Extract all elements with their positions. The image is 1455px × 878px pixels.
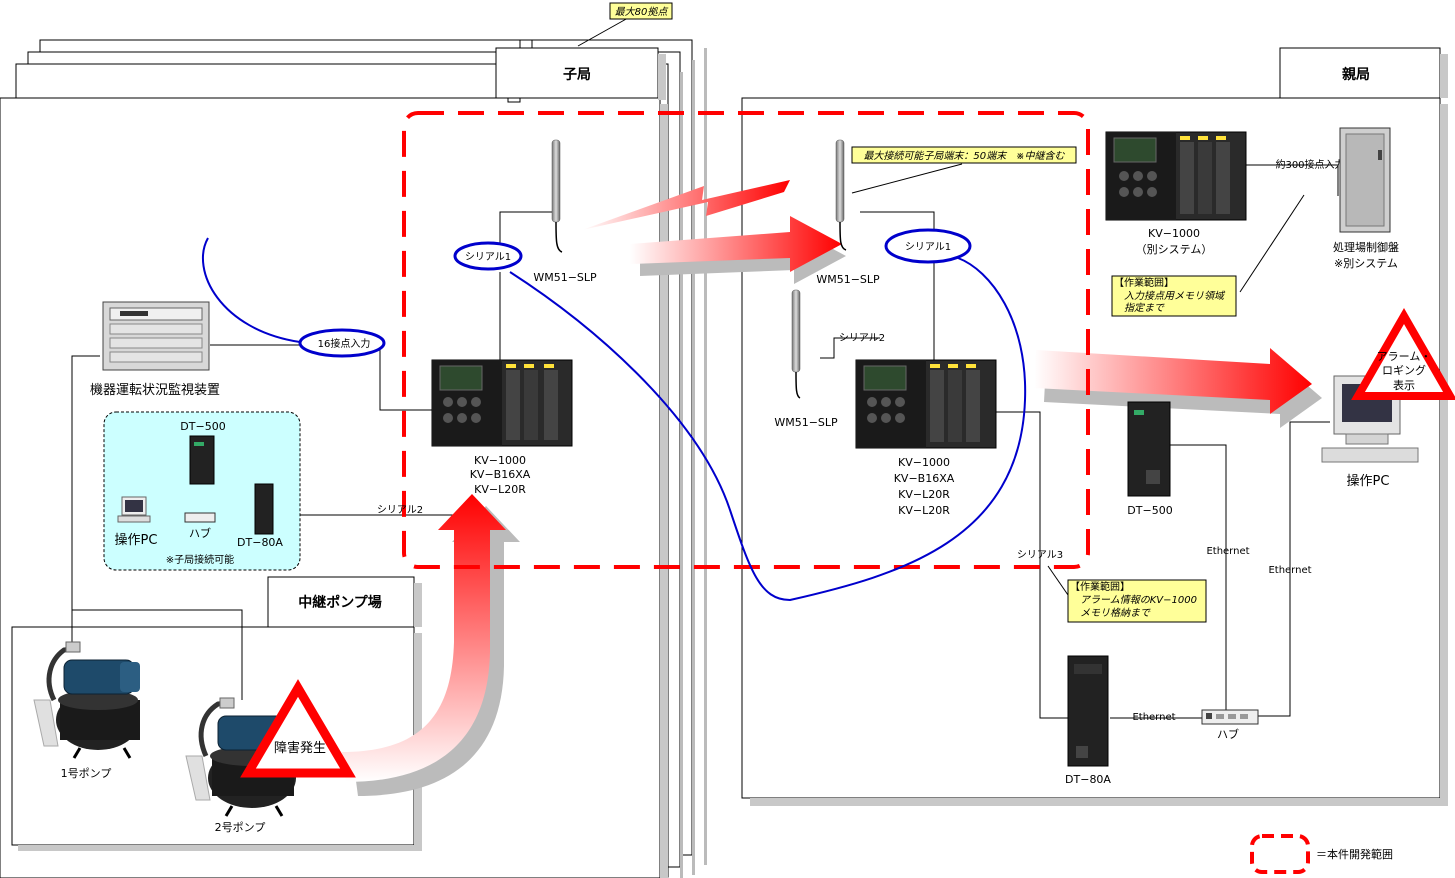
legend: ＝本件開発範囲 — [1250, 834, 1393, 874]
kv1000-other-line-1: KV−1000 — [1148, 227, 1200, 240]
alarm-line-2: ロギング — [1382, 363, 1426, 377]
monitoring-device-icon — [102, 301, 210, 371]
control-panel-line-2: ※別システム — [1334, 257, 1398, 270]
parent-station-tab: 親局 — [1279, 47, 1448, 99]
svg-text:メモリ格納まで: メモリ格納まで — [1080, 607, 1151, 619]
child-plc-line-3: KV−L20R — [474, 483, 526, 496]
signal-arrow-right-2 — [1034, 348, 1322, 428]
relay-pump-title: 中継ポンプ場 — [298, 594, 382, 611]
group-dt500-label: DT−500 — [180, 420, 225, 433]
svg-text:シリアル1: シリアル1 — [905, 242, 951, 253]
ethernet-label-b: Ethernet — [1206, 546, 1249, 557]
group-hub-icon — [184, 512, 216, 523]
alarm-logging-warning-icon: アラーム・ ロギング 表示 — [1351, 307, 1455, 400]
ethernet-label-c: Ethernet — [1268, 565, 1311, 576]
child-antenna: WM51−SLP — [533, 139, 597, 284]
fault-warning-icon: 障害発生 — [240, 679, 356, 778]
child-connectable-group: DT−500 操作PC ハブ DT−80A ※子局接続可能 — [103, 411, 301, 571]
svg-text:アラーム情報のKV−1000: アラーム情報のKV−1000 — [1080, 594, 1197, 606]
parent-station-title: 親局 — [1342, 66, 1370, 83]
parent-plc-line-4: KV−L20R — [898, 504, 950, 517]
pump1-icon — [33, 641, 140, 759]
svg-text:【作業範囲】: 【作業範囲】 — [1114, 276, 1174, 289]
group-dt500-icon — [189, 435, 215, 485]
parent-pc-icon — [1321, 375, 1419, 463]
parent-dt500-icon — [1127, 401, 1171, 497]
child-plc-line-1: KV−1000 — [474, 454, 526, 467]
fault-label: 障害発生 — [274, 740, 326, 756]
child-input16-label: 16接点入力 — [298, 328, 386, 358]
child-serial1-label: シリアル1 — [453, 241, 523, 271]
parent-dt80a-icon — [1067, 655, 1109, 767]
svg-text:【作業範囲】: 【作業範囲】 — [1070, 580, 1130, 593]
connection-lines — [71, 163, 1339, 719]
monitoring-device-label: 機器運転状況監視装置 — [90, 382, 220, 398]
input300-label: 約300接点入力 — [1275, 158, 1344, 171]
svg-text:最大接続可能子局端末：50端末 ※中継含む: 最大接続可能子局端末：50端末 ※中継含む — [863, 150, 1065, 162]
legend-text: ＝本件開発範囲 — [1316, 847, 1393, 861]
parent-plc-icon — [855, 359, 997, 449]
svg-text:入力接点用メモリ領域: 入力接点用メモリ領域 — [1124, 290, 1226, 302]
parent-plc-line-2: KV−B16XA — [894, 472, 955, 485]
parent-hub-label: ハブ — [1217, 727, 1239, 741]
alarm-line-3: 表示 — [1393, 378, 1415, 392]
parent-plc-line-3: KV−L20R — [898, 488, 950, 501]
blue-highlight-curves — [202, 237, 1027, 602]
kv1000-other-line-2: （別システム） — [1136, 243, 1213, 256]
child-plc-line-2: KV−B16XA — [470, 468, 531, 481]
svg-text:指定まで: 指定まで — [1124, 302, 1165, 314]
group-note: ※子局接続可能 — [166, 553, 234, 566]
parent-dt500-label: DT−500 — [1127, 504, 1172, 517]
group-hub-label: ハブ — [189, 526, 211, 540]
group-pc-label: 操作PC — [115, 532, 158, 548]
alarm-line-1: アラーム・ — [1377, 350, 1432, 363]
child-station-title: 子局 — [563, 67, 591, 83]
scope-note-1: 【作業範囲】 入力接点用メモリ領域 指定まで — [1111, 275, 1237, 317]
kv1000-other-system-icon — [1105, 131, 1247, 221]
development-scope-box — [402, 111, 1090, 569]
group-pc-icon — [117, 496, 151, 523]
parent-antenna-note: 最大接続可能子局端末：50端末 ※中継含む — [851, 146, 1077, 164]
control-panel-line-1: 処理場制御盤 — [1333, 240, 1399, 254]
control-panel-cabinet-icon — [1339, 127, 1391, 233]
pump2-label: 2号ポンプ — [215, 821, 266, 834]
child-antenna-label: WM51−SLP — [533, 271, 597, 284]
legend-dashed-swatch — [1250, 834, 1310, 874]
svg-text:シリアル1: シリアル1 — [465, 252, 511, 263]
parent-serial3-label: シリアル3 — [1017, 550, 1063, 561]
parent-antenna-2: WM51−SLP — [774, 289, 838, 429]
parent-plc-line-1: KV−1000 — [898, 456, 950, 469]
pump1-label: 1号ポンプ — [61, 767, 112, 780]
parent-hub-icon — [1201, 709, 1259, 725]
scope-note-2: 【作業範囲】 アラーム情報のKV−1000 メモリ格納まで — [1067, 579, 1207, 623]
group-dt80a-label: DT−80A — [237, 536, 283, 549]
svg-text:16接点入力: 16接点入力 — [318, 337, 371, 350]
wireless-zigzag — [582, 180, 790, 230]
child-station-tab: 子局 — [495, 39, 666, 103]
parent-pc-label: 操作PC — [1347, 473, 1390, 489]
parent-antenna-1: WM51−SLP — [816, 139, 880, 286]
parent-antenna-1-label: WM51−SLP — [816, 273, 880, 286]
child-plc-icon — [431, 359, 573, 447]
ethernet-label-a: Ethernet — [1132, 712, 1175, 723]
parent-serial2-label: シリアル2 — [839, 333, 885, 344]
child-serial2-label: シリアル2 — [377, 505, 423, 516]
parent-antenna-2-label: WM51−SLP — [774, 416, 838, 429]
parent-dt80a-label: DT−80A — [1065, 773, 1111, 786]
max-sites-note: 最大80拠点 — [577, 2, 673, 47]
group-dt80a-icon — [254, 483, 274, 535]
signal-arrow-right-1 — [630, 216, 846, 284]
parent-serial1-label: シリアル1 — [884, 228, 972, 264]
max-sites-text: 最大80拠点 — [615, 6, 669, 18]
